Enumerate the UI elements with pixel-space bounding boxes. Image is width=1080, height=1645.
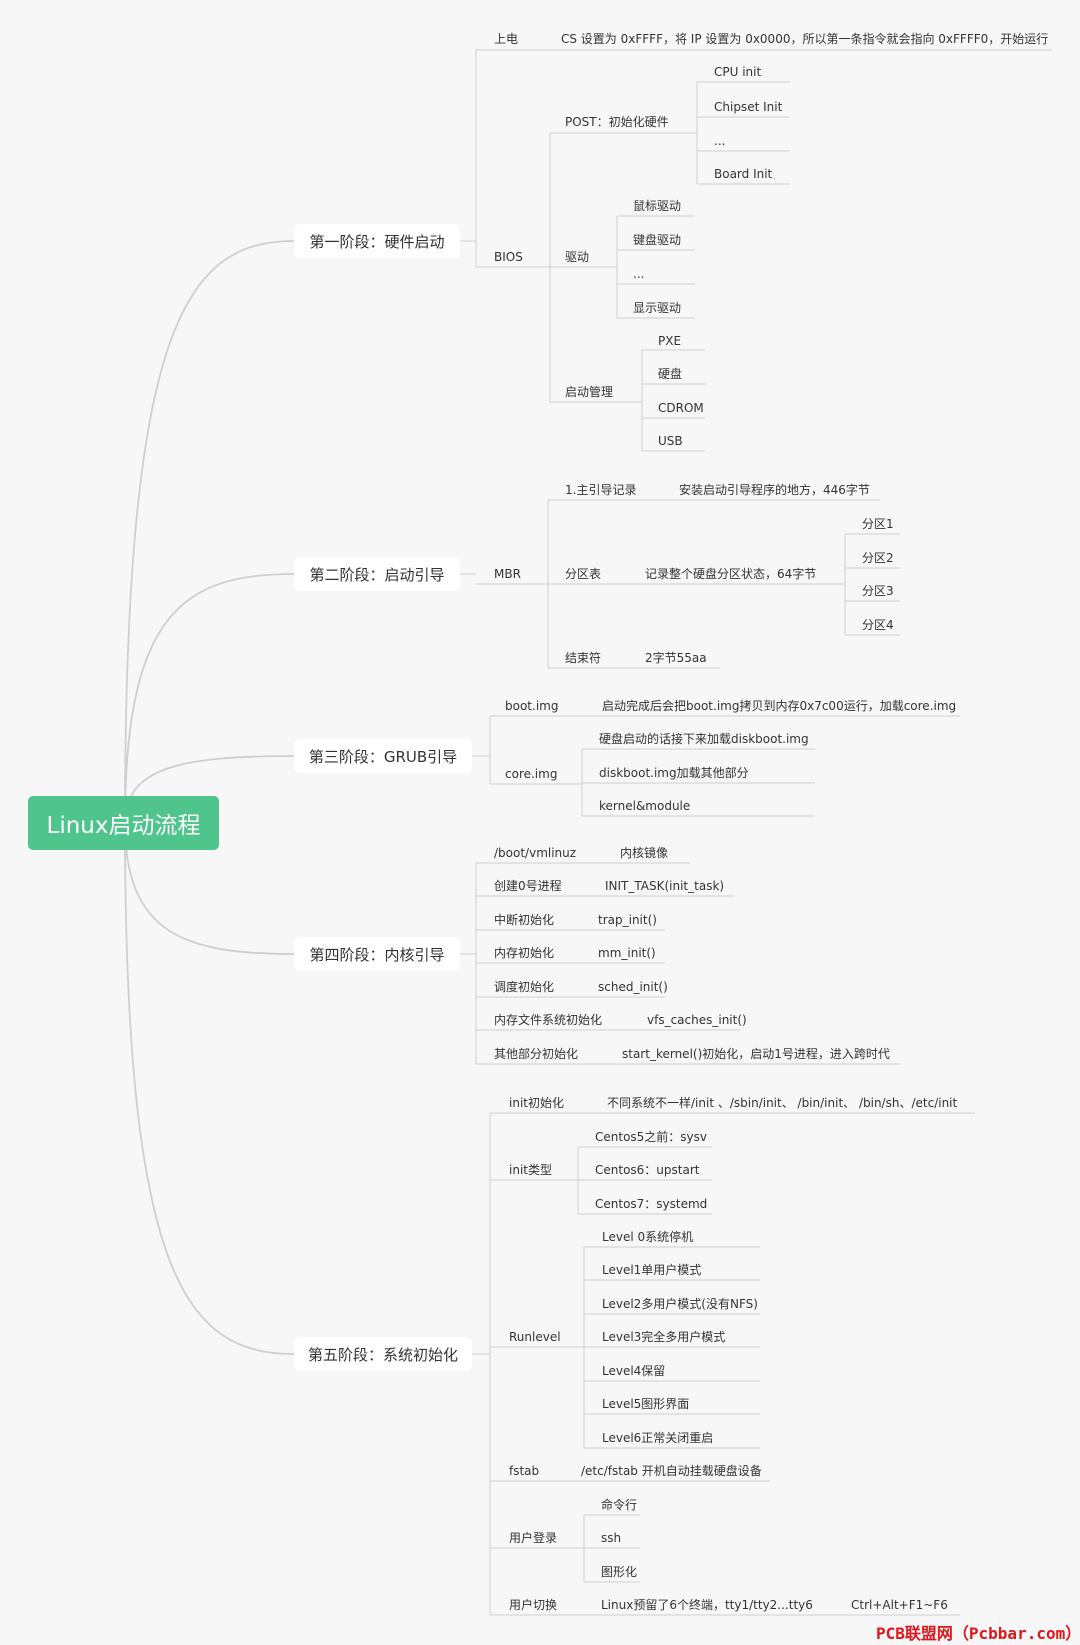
mbr-node[interactable]: MBR (494, 567, 521, 581)
init-node[interactable]: init初始化 (509, 1096, 564, 1110)
end-marker-desc: 2字节55aa (645, 651, 707, 665)
kernel-row-value: mm_init() (598, 946, 656, 960)
stage-1-node[interactable]: 第一阶段：硬件启动 (294, 224, 460, 258)
connector-curve (124, 240, 295, 824)
partition-table-node[interactable]: 分区表 (565, 567, 602, 581)
main-boot-record-desc: 安装启动引导程序的地方，446字节 (679, 483, 870, 497)
kernel-row-value: start_kernel()初始化，启动1号进程，进入跨时代 (622, 1047, 890, 1061)
fstab-desc: /etc/fstab 开机自动挂载硬盘设备 (581, 1464, 762, 1478)
driver-item-keyboard[interactable]: 键盘驱动 (633, 233, 682, 247)
post-item-board[interactable]: Board Init (714, 167, 773, 181)
user-login-node[interactable]: 用户登录 (509, 1531, 558, 1545)
partition-3[interactable]: 分区3 (862, 584, 894, 598)
boot-img-desc: 启动完成后会把boot.img拷贝到内存0x7c00运行，加载core.img (602, 699, 957, 713)
kernel-row-key[interactable]: 内存初始化 (494, 946, 555, 960)
post-item-chipset[interactable]: Chipset Init (714, 100, 783, 114)
runlevel-4[interactable]: Level4保留 (602, 1364, 666, 1378)
user-switch-node[interactable]: 用户切换 (509, 1598, 558, 1612)
driver-item-display[interactable]: 显示驱动 (633, 301, 682, 315)
stage-5-node[interactable]: 第五阶段：系统初始化 (294, 1337, 472, 1371)
watermark: PCB联盟网（Pcbbar.com） (876, 1624, 1080, 1643)
partition-1[interactable]: 分区1 (862, 517, 894, 531)
runlevel-0[interactable]: Level 0系统停机 (602, 1230, 694, 1244)
kernel-row-key[interactable]: 中断初始化 (494, 913, 555, 927)
connector-curve (124, 573, 295, 824)
stage-4-node[interactable]: 第四阶段：内核引导 (294, 937, 460, 971)
stage-2-node[interactable]: 第二阶段：启动引导 (294, 557, 460, 591)
core-item-diskboot[interactable]: diskboot.img加载其他部分 (599, 766, 749, 780)
kernel-row-key[interactable]: /boot/vmlinuz (494, 846, 577, 860)
kernel-row-key[interactable]: 其他部分初始化 (494, 1047, 579, 1061)
runlevel-6[interactable]: Level6正常关闭重启 (602, 1431, 714, 1445)
partition-table-desc: 记录整个硬盘分区状态，64字节 (645, 567, 817, 581)
main-boot-record-node[interactable]: 1.主引导记录 (565, 483, 637, 497)
driver-item-mouse[interactable]: 鼠标驱动 (633, 199, 682, 213)
boot-manager-node[interactable]: 启动管理 (565, 385, 614, 399)
runlevel-5[interactable]: Level5图形界面 (602, 1397, 690, 1411)
partition-2[interactable]: 分区2 (862, 551, 894, 565)
driver-node[interactable]: 驱动 (565, 250, 590, 264)
boot-img-node[interactable]: boot.img (505, 699, 559, 713)
init-type-systemd[interactable]: Centos7：systemd (595, 1197, 708, 1211)
boot-item-usb[interactable]: USB (658, 434, 683, 448)
boot-item-disk[interactable]: 硬盘 (658, 367, 683, 381)
kernel-row-value: trap_init() (598, 913, 657, 927)
runlevel-3[interactable]: Level3完全多用户模式 (602, 1330, 726, 1344)
runlevel-2[interactable]: Level2多用户模式(没有NFS) (602, 1297, 758, 1311)
kernel-row-key[interactable]: 内存文件系统初始化 (494, 1013, 603, 1027)
init-type-upstart[interactable]: Centos6：upstart (595, 1163, 700, 1177)
power-on-desc: CS 设置为 0xFFFF，将 IP 设置为 0x0000，所以第一条指令就会指… (561, 32, 1049, 46)
boot-item-pxe[interactable]: PXE (658, 334, 682, 348)
kernel-row-value: 内核镜像 (620, 846, 669, 860)
connector-curve (124, 822, 295, 955)
post-item-ellipsis[interactable]: ... (714, 134, 726, 148)
user-switch-desc: Linux预留了6个终端，tty1/tty2...tty6 (601, 1598, 813, 1612)
bios-node[interactable]: BIOS (494, 250, 523, 264)
fstab-node[interactable]: fstab (509, 1464, 540, 1478)
kernel-row-key[interactable]: 创建0号进程 (494, 879, 562, 893)
login-item-gui[interactable]: 图形化 (601, 1565, 638, 1579)
kernel-row-value: vfs_caches_init() (647, 1013, 747, 1027)
init-type-sysv[interactable]: Centos5之前：sysv (595, 1130, 708, 1144)
kernel-row-value: sched_init() (598, 980, 668, 994)
login-item-cli[interactable]: 命令行 (601, 1498, 638, 1512)
stage-3-node[interactable]: 第三阶段：GRUB引导 (294, 739, 472, 773)
runlevel-node[interactable]: Runlevel (509, 1330, 561, 1344)
kernel-row-key[interactable]: 调度初始化 (494, 980, 555, 994)
init-desc: 不同系统不一样/init 、/sbin/init、 /bin/init、 /bi… (607, 1096, 958, 1110)
post-item-cpu[interactable]: CPU init (714, 65, 762, 79)
core-item-kernel[interactable]: kernel&module (599, 799, 691, 813)
root-node[interactable]: Linux启动流程 (28, 796, 219, 850)
kernel-row-value: INIT_TASK(init_task) (605, 879, 725, 893)
core-item-diskboot-load[interactable]: 硬盘启动的话接下来加载diskboot.img (599, 732, 809, 746)
end-marker-node[interactable]: 结束符 (565, 651, 602, 665)
power-on-node[interactable]: 上电 (494, 32, 519, 46)
login-item-ssh[interactable]: ssh (601, 1531, 622, 1545)
driver-item-ellipsis[interactable]: ... (633, 267, 645, 281)
connector-curve (124, 822, 295, 1355)
user-switch-keys: Ctrl+Alt+F1~F6 (851, 1598, 948, 1612)
init-type-node[interactable]: init类型 (509, 1163, 552, 1177)
core-img-node[interactable]: core.img (505, 767, 558, 781)
partition-4[interactable]: 分区4 (862, 618, 894, 632)
runlevel-1[interactable]: Level1单用户模式 (602, 1263, 702, 1277)
boot-item-cdrom[interactable]: CDROM (658, 401, 704, 415)
post-node[interactable]: POST：初始化硬件 (565, 115, 669, 129)
